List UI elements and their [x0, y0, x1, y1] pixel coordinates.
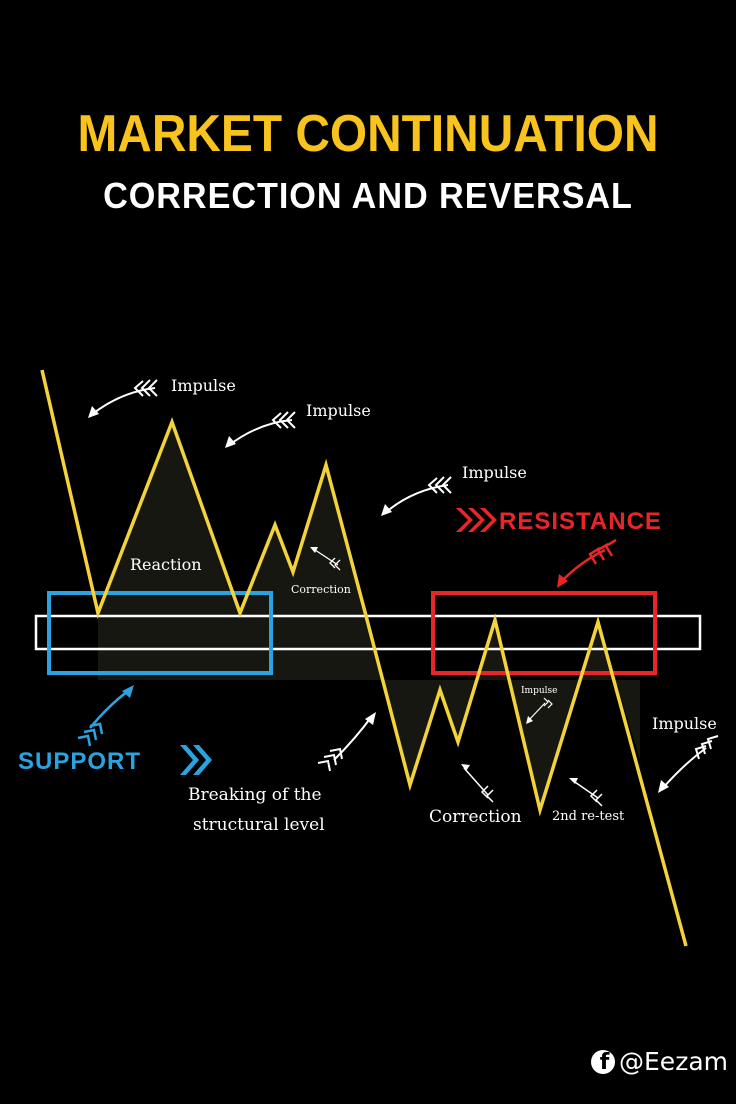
impulse-arrow-tiny	[527, 697, 553, 722]
arrowhead-icon	[658, 780, 669, 793]
label-impulse-5: Impulse	[652, 714, 717, 733]
support-label: SUPPORT	[18, 748, 141, 775]
support-zone-box	[47, 591, 273, 675]
arrowhead-icon	[526, 716, 533, 724]
watermark: f @Eezam	[591, 1047, 728, 1076]
arrowhead-icon	[88, 406, 99, 418]
label-impulse-1: Impulse	[171, 376, 236, 395]
arrowhead-icon	[557, 574, 568, 588]
page-subtitle: CORRECTION AND REVERSAL	[103, 175, 633, 216]
impulse-arrow-5	[661, 735, 719, 790]
label-breaking-line2: structural level	[193, 815, 325, 835]
support-arrow	[77, 690, 129, 747]
impulse-arrow-1	[89, 379, 158, 417]
arrowhead-icon	[310, 547, 318, 553]
breaking-arrow	[317, 715, 373, 772]
page-title: MARKET CONTINUATION	[77, 105, 659, 163]
label-breaking-line1: Breaking of the	[188, 785, 322, 805]
correction-arrow	[463, 767, 494, 803]
arrowhead-icon	[365, 712, 376, 725]
arrowhead-icon	[225, 436, 236, 448]
arrowhead-icon	[569, 778, 578, 784]
structural-level-band	[34, 614, 702, 651]
impulse-arrow-3	[384, 476, 452, 514]
label-impulse-3: Impulse	[462, 463, 527, 482]
arrowhead-icon	[461, 764, 470, 771]
resistance-chevrons-icon	[456, 508, 497, 532]
label-impulse-2: Impulse	[306, 401, 371, 420]
label-retest: 2nd re-test	[552, 809, 625, 824]
arrowhead-icon	[381, 504, 392, 516]
resistance-arrow	[560, 538, 617, 583]
facebook-icon: f	[591, 1049, 616, 1074]
retest-arrow	[571, 779, 603, 807]
resistance-label: RESISTANCE	[499, 508, 662, 535]
impulse-arrow-2	[227, 411, 296, 447]
resistance-zone-box	[431, 591, 657, 675]
arrowhead-icon	[122, 685, 134, 698]
label-reaction: Reaction	[130, 555, 202, 574]
label-correction-1: Correction	[291, 583, 351, 596]
correction-arrow-small	[311, 547, 341, 571]
label-impulse-4: Impulse	[521, 686, 557, 696]
price-line	[40, 369, 688, 947]
watermark-handle: @Eezam	[619, 1047, 728, 1076]
support-chevrons-icon	[180, 745, 212, 775]
label-correction-2: Correction	[429, 807, 522, 827]
